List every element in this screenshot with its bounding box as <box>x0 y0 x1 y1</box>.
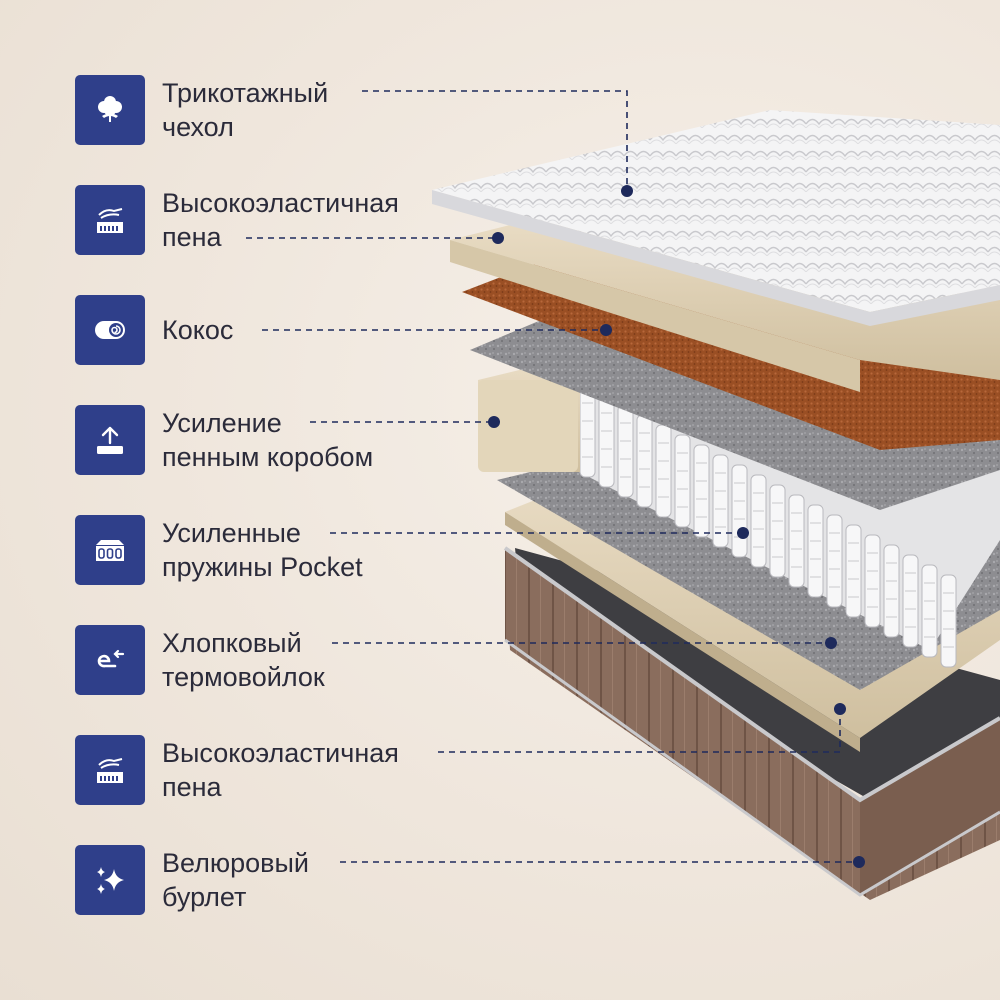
pocket-spring <box>921 564 938 658</box>
pocket-spring <box>788 494 805 588</box>
coconut-layer <box>462 262 1000 450</box>
pocket-spring <box>674 434 691 528</box>
layer-label-line1: Усиленные <box>162 518 301 548</box>
base-piping-bottom <box>504 638 1000 897</box>
leader-dot <box>825 637 837 649</box>
pocket-spring <box>864 534 881 628</box>
hand-foam-icon <box>75 185 145 255</box>
foam-frame-face <box>478 380 578 472</box>
layer-label-line2: пружины Pocket <box>162 552 363 582</box>
upper-foam-edge <box>450 240 860 392</box>
layer-label-line1: Высокоэластичная <box>162 738 399 768</box>
layer-item-velour: Велюровый бурлет <box>75 845 309 915</box>
lower-foam-edge <box>505 512 860 752</box>
layer-label-line1: Велюровый <box>162 848 309 878</box>
leader-line-foam-bottom <box>438 710 841 753</box>
spring-block-icon <box>75 515 145 585</box>
layer-label-line1: Высокоэластичная <box>162 188 399 218</box>
base-piping <box>503 546 1000 803</box>
layer-label-line1: Усиление <box>162 408 282 438</box>
base-right-velour <box>860 720 1000 895</box>
pocket-spring <box>826 514 843 608</box>
leader-dots <box>488 185 865 868</box>
upper-felt <box>470 312 1000 510</box>
layer-item-springs: Усиленные пружины Pocket <box>75 515 363 585</box>
pocket-springs <box>579 384 957 668</box>
pocket-spring <box>731 464 748 558</box>
base-inner-tray <box>515 548 1000 830</box>
pocket-spring <box>579 384 596 478</box>
pocket-spring <box>845 524 862 618</box>
leader-lines <box>246 90 858 863</box>
pocket-spring <box>712 454 729 548</box>
leader-dot <box>737 527 749 539</box>
sparkle-icon <box>75 845 145 915</box>
base-front-velour <box>505 548 860 895</box>
pocket-spring <box>883 544 900 638</box>
layer-item-cover: Трикотажный чехол <box>75 75 328 145</box>
layer-label-line2: пенным коробом <box>162 442 374 472</box>
pocket-spring <box>750 474 767 568</box>
upper-foam-top <box>450 220 1000 380</box>
pocket-spring <box>693 444 710 538</box>
leader-dot <box>488 416 500 428</box>
cotton-wool-icon <box>75 625 145 695</box>
leader-dot <box>600 324 612 336</box>
layer-item-foam-top: Высокоэластичная пена <box>75 185 399 255</box>
pocket-spring <box>769 484 786 578</box>
upload-box-icon <box>75 405 145 475</box>
leader-dot <box>853 856 865 868</box>
pocket-spring <box>636 414 653 508</box>
coconut-icon <box>75 295 145 365</box>
layer-label-line1: Хлопковый <box>162 628 302 658</box>
layer-item-coconut: Кокос <box>75 295 233 365</box>
layer-label-line1: Трикотажный <box>162 78 329 108</box>
quilted-cover-top <box>432 110 1000 312</box>
leader-line-cover <box>362 90 628 190</box>
pocket-spring <box>940 574 957 668</box>
layer-item-foam-box: Усиление пенным коробом <box>75 405 373 475</box>
layer-item-foam-bottom: Высокоэластичная пена <box>75 735 399 805</box>
layer-label-line1: Кокос <box>162 315 234 345</box>
layer-label-line2: чехол <box>162 112 234 142</box>
layer-label-line2: пена <box>162 222 222 252</box>
pocket-spring <box>598 394 615 488</box>
pocket-spring <box>807 504 824 598</box>
leader-dot <box>621 185 633 197</box>
pocket-spring <box>655 424 672 518</box>
leader-dot <box>492 232 504 244</box>
leader-dot <box>834 703 846 715</box>
layer-label-line2: бурлет <box>162 882 247 912</box>
pocket-spring <box>902 554 919 648</box>
layer-item-felt: Хлопковый термовойлок <box>75 625 325 695</box>
cotton-icon <box>75 75 145 145</box>
layer-label-line2: пена <box>162 772 222 802</box>
layer-label-line2: термовойлок <box>162 662 325 692</box>
hand-foam-icon <box>75 735 145 805</box>
pocket-spring <box>617 404 634 498</box>
